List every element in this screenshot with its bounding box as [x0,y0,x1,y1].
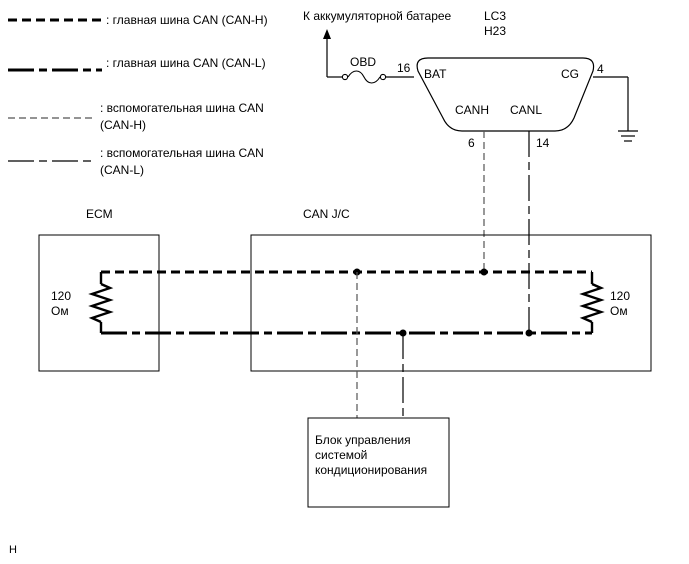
ecm-block: ECM 120 Ом [38,207,160,372]
pin-canh-label: CANH [455,103,489,117]
legend-sub-canh-label-2: (CAN-H) [100,118,146,132]
ac-unit-line-3: кондиционирования [315,463,427,477]
fuse-icon [341,70,387,84]
ecm-resistor-value: 120 [51,289,71,303]
connector-code-1: LC3 [484,9,506,23]
legend-main-canl-label: : главная шина CAN (CAN-L) [106,56,266,70]
pin-bat-label: BAT [424,67,447,81]
jc-title: CAN J/C [303,207,350,221]
legend-sub-canl-label-1: : вспомогательная шина CAN [100,146,264,160]
battery-arrow-icon [323,29,331,39]
dlc-connector-outline [416,57,595,132]
pin-canl-number: 14 [536,136,550,150]
pin-cg-label: CG [561,67,579,81]
ac-control-unit: Блок управления системой кондиционирован… [307,417,450,508]
can-jc-block: CAN J/C 120 Ом [250,207,652,372]
junction-canh-dlc [480,268,488,276]
pin-bat-number: 16 [397,61,411,75]
legend-main-canh-label: : главная шина CAN (CAN-H) [106,13,268,27]
jc-resistor-icon [579,272,605,333]
junction-canl-dlc [525,329,533,337]
ac-unit-line-1: Блок управления [315,433,411,447]
ecm-resistor-unit: Ом [51,304,69,318]
ecm-resistor-icon [88,272,114,333]
legend: : главная шина CAN (CAN-H) : главная шин… [8,13,268,177]
jc-resistor-value: 120 [610,289,630,303]
ac-unit-line-2: системой [315,448,367,462]
legend-sub-canh-label-1: : вспомогательная шина CAN [100,101,264,115]
jc-resistor-unit: Ом [610,304,628,318]
dlc-connector-group: К аккумуляторной батарее OBD 16 LC3 H23 … [303,9,638,150]
battery-label: К аккумуляторной батарее [303,9,452,23]
footer-mark: H [9,544,17,556]
pin-cg-number: 4 [597,62,604,76]
ground-icon [618,130,638,142]
legend-sub-canl-label-2: (CAN-L) [100,163,144,177]
pin-canl-label: CANL [510,103,542,117]
connector-code-2: H23 [484,24,506,38]
pin-canh-number: 6 [468,136,475,150]
fuse-label: OBD [350,55,376,69]
ecm-title: ECM [86,207,113,221]
